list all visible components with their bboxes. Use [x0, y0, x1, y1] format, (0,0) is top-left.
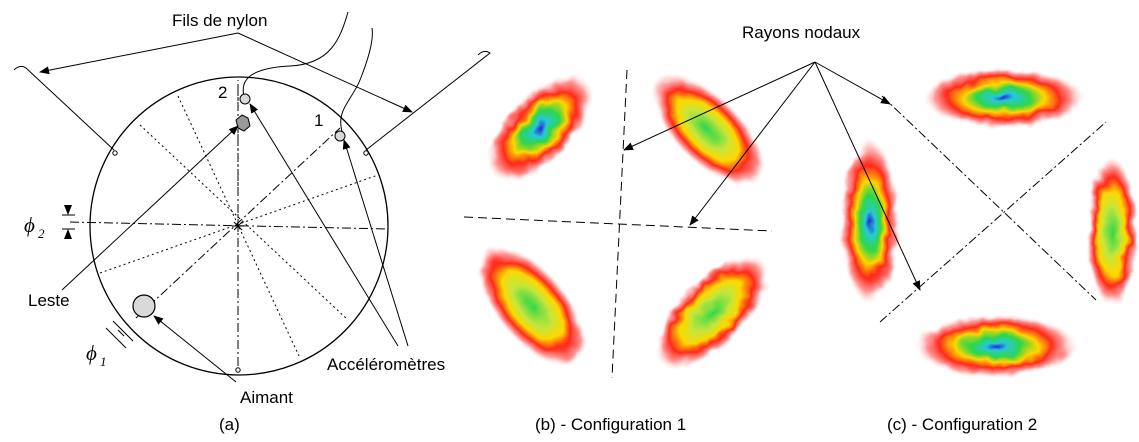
acc1-number: 1	[314, 111, 323, 130]
nodal-rays-annotation: Rayons nodaux	[623, 23, 921, 291]
dotted-line-4	[99, 174, 379, 274]
caption-b: (b) - Configuration 1	[535, 415, 686, 434]
antinode-c-bottom	[914, 314, 1078, 378]
panel-a-schematic: Fils de nylon 2 1 Leste Aimant Accélérom…	[13, 11, 491, 434]
nylon-thread-left	[13, 65, 115, 151]
phi1-subscript: 1	[100, 354, 107, 369]
hole-right	[363, 150, 369, 156]
nodal-line-c-diag-2	[879, 121, 1107, 323]
ballast-weight	[235, 114, 251, 132]
ballast-label: Leste	[28, 291, 70, 310]
phi2-subscript: 2	[38, 226, 45, 241]
magnet-arrow	[153, 315, 237, 383]
acc-arrow-1	[342, 139, 409, 347]
caption-a: (a)	[219, 415, 240, 434]
accelerometer-2	[239, 93, 251, 105]
nodal-arrow-1	[623, 61, 816, 151]
antinode-b-top-right	[651, 73, 765, 187]
phi1-marker	[105, 320, 134, 349]
panel-c-heatmap: (c) - Configuration 2	[840, 68, 1138, 434]
horizontal-axis	[69, 221, 389, 230]
accelerometers-label: Accéléromètres	[327, 355, 445, 374]
caption-c: (c) - Configuration 2	[887, 415, 1037, 434]
antinode-c-left	[840, 138, 900, 306]
nodal-line-c-diag-1	[881, 95, 1097, 301]
center-mark	[232, 220, 244, 232]
acc2-number: 2	[218, 83, 227, 102]
plate-outline	[89, 76, 389, 376]
phi1-symbol: ϕ	[86, 341, 97, 365]
nodal-arrow-4	[814, 61, 921, 291]
acc-arrow-2	[249, 103, 399, 347]
magnet	[132, 294, 156, 318]
nylon-label: Fils de nylon	[172, 11, 267, 30]
antinode-b-top-left	[486, 74, 594, 182]
nodal-arrow-2	[689, 61, 816, 226]
nylon-thread-right	[365, 50, 491, 151]
nodal-arrow-3	[814, 61, 891, 105]
magnet-label: Aimant	[240, 388, 293, 407]
cable-acc1	[340, 27, 373, 132]
nodal-rays-label: Rayons nodaux	[742, 23, 861, 42]
hole-bottom	[235, 367, 241, 373]
nodal-line-b-horizontal	[463, 216, 773, 232]
phi2-symbol: ϕ	[24, 213, 35, 237]
antinode-c-top	[922, 68, 1086, 128]
antinode-b-bottom-right	[654, 254, 770, 370]
ballast-arrow	[61, 125, 239, 291]
nylon-arrow-left	[39, 32, 239, 75]
phi2-marker	[62, 205, 75, 239]
nylon-arrow-right	[237, 32, 413, 113]
hole-left	[112, 150, 118, 156]
panel-b-heatmap: (b) - Configuration 1	[463, 69, 773, 434]
antinode-c-right	[1086, 156, 1138, 308]
cable-acc2	[242, 11, 349, 97]
dotted-line-1	[139, 124, 349, 321]
accelerometer-1	[334, 130, 346, 142]
antinode-b-bottom-left	[477, 244, 587, 368]
